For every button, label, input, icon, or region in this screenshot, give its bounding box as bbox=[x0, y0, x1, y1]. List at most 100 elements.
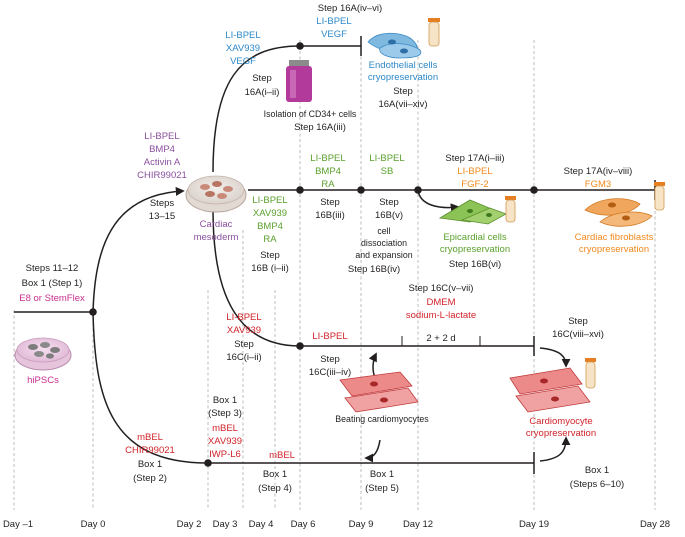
timepoint-dots bbox=[89, 42, 538, 467]
epicardial-cell-label: Epicardial cells bbox=[443, 232, 507, 243]
box1-c-label: Box 1 bbox=[263, 469, 287, 480]
box1-a-label: Box 1 bbox=[138, 459, 162, 470]
endothelial-media2-1: LI-BPEL bbox=[316, 16, 351, 27]
cm-step2-range: 16C(iii–iv) bbox=[309, 367, 351, 378]
endothelial-cells-illustration bbox=[367, 18, 440, 59]
epicardial-cells-illustration bbox=[438, 196, 516, 225]
box1-d-label: Box 1 bbox=[370, 469, 394, 480]
box1-media-b-2: XAV939 bbox=[208, 436, 242, 447]
svg-text:dissociation: dissociation bbox=[361, 238, 407, 248]
day-label: Day 12 bbox=[403, 519, 433, 530]
cm-media1-2: XAV939 bbox=[227, 325, 261, 336]
epicardial-media-2: LI-BPEL BMP4 RA bbox=[310, 153, 345, 190]
mesoderm-dish-illustration bbox=[185, 175, 247, 213]
svg-text:RA: RA bbox=[321, 179, 335, 190]
box1-d-step: (Step 5) bbox=[365, 483, 399, 494]
cm-media3-2: sodium-L-lactate bbox=[406, 310, 476, 321]
epicardial-step1: Step bbox=[260, 250, 280, 261]
start-medium-label: E8 or StemFlex bbox=[19, 293, 85, 304]
cd34-isolation-label: Isolation of CD34+ cells bbox=[264, 109, 357, 119]
box1-media-a-1: mBEL bbox=[137, 432, 163, 443]
day-label: Day 9 bbox=[349, 519, 374, 530]
svg-text:CHIR99021: CHIR99021 bbox=[137, 170, 187, 181]
epicardial-step3: Step bbox=[379, 197, 399, 208]
svg-text:BMP4: BMP4 bbox=[149, 144, 175, 155]
cm-step1: Step bbox=[234, 339, 254, 350]
cm-cell-label-2: cryopreservation bbox=[526, 428, 596, 439]
fibroblast-cell-label: Cardiac fibroblasts bbox=[575, 232, 654, 243]
fibroblast-step1: Step 17A(i–iii) bbox=[445, 153, 504, 164]
endothelial-media: LI-BPEL XAV939 VEGF bbox=[225, 30, 260, 67]
mesoderm-steps-label: Steps bbox=[150, 198, 175, 209]
svg-text:LI-BPEL: LI-BPEL bbox=[310, 153, 345, 164]
svg-text:RA: RA bbox=[263, 234, 277, 245]
cm-duration: 2 + 2 d bbox=[426, 333, 455, 344]
day-label: Day 28 bbox=[640, 519, 670, 530]
box1-e-label: Box 1 bbox=[585, 465, 609, 476]
cardiac-fibroblasts-illustration bbox=[584, 182, 665, 227]
cm-media1-1: LI-BPEL bbox=[226, 312, 261, 323]
endothelial-cell-label-2: cryopreservation bbox=[368, 72, 438, 83]
fibroblast-step2: Step 17A(iv–viii) bbox=[564, 166, 633, 177]
day-label: Day 6 bbox=[291, 519, 316, 530]
endothelial-step-range: 16A(i–ii) bbox=[245, 87, 280, 98]
box1-b-step: (Step 3) bbox=[208, 408, 242, 419]
cm-step3: Step 16C(v–vii) bbox=[409, 283, 474, 294]
box1-media-c: mBEL bbox=[269, 450, 295, 461]
start-steps-label: Steps 11–12 bbox=[26, 263, 79, 274]
box1-c-step: (Step 4) bbox=[258, 483, 292, 494]
svg-text:LI-BPEL: LI-BPEL bbox=[252, 195, 287, 206]
cm-step4: Step bbox=[568, 316, 588, 327]
mesoderm-media: LI-BPEL BMP4 Activin A CHIR99021 bbox=[137, 131, 187, 181]
epicardial-step2-range: 16B(iii) bbox=[315, 210, 345, 221]
day-label: Day 4 bbox=[249, 519, 274, 530]
day-label: Day –1 bbox=[3, 519, 33, 530]
svg-text:cell: cell bbox=[377, 226, 390, 236]
mesoderm-steps-range: 13–15 bbox=[149, 211, 175, 222]
hipsc-dish-illustration bbox=[14, 337, 72, 371]
mesoderm-cell-label: Cardiac bbox=[200, 219, 233, 230]
epicardial-step4: Step 16B(iv) bbox=[348, 264, 400, 275]
fibroblast-media2: FGM3 bbox=[585, 179, 611, 190]
svg-text:LI-BPEL: LI-BPEL bbox=[144, 131, 179, 142]
svg-text:LI-BPEL: LI-BPEL bbox=[225, 30, 260, 41]
epicardial-step6: Step 16B(vi) bbox=[449, 259, 501, 270]
epicardial-step1-range: 16B (i–ii) bbox=[251, 263, 289, 274]
endothelial-step-label: Step bbox=[252, 73, 272, 84]
day-label: Day 0 bbox=[81, 519, 106, 530]
box1-media-b-3: IWP-L6 bbox=[209, 449, 241, 460]
cm-cell-label: Cardiomyocyte bbox=[529, 416, 592, 427]
epicardial-step2: Step bbox=[320, 197, 340, 208]
box1-media-b-1: mBEL bbox=[212, 423, 238, 434]
cm-media2: LI-BPEL bbox=[312, 331, 347, 342]
endothelial-cell-label: Endothelial cells bbox=[369, 60, 438, 71]
box1-media-a-2: CHIR99021 bbox=[125, 445, 175, 456]
cm-media3-1: DMEM bbox=[426, 297, 455, 308]
start-box-label: Box 1 (Step 1) bbox=[22, 278, 83, 289]
endothelial-end-step-range: 16A(vii–xiv) bbox=[378, 99, 427, 110]
svg-text:and expansion: and expansion bbox=[355, 250, 412, 260]
endothelial-top-step: Step 16A(iv–vi) bbox=[318, 3, 382, 14]
mesoderm-cell-label-2: mesoderm bbox=[194, 232, 239, 243]
svg-text:VEGF: VEGF bbox=[230, 56, 256, 67]
svg-text:BMP4: BMP4 bbox=[257, 221, 283, 232]
beating-cardiomyocytes-illustration bbox=[339, 371, 419, 413]
day-label: Day 3 bbox=[213, 519, 238, 530]
svg-text:SB: SB bbox=[381, 166, 394, 177]
cardiomyocyte-cryo-illustration bbox=[509, 358, 596, 413]
day-label: Day 19 bbox=[519, 519, 549, 530]
fibroblast-cell-label-2: cryopreservation bbox=[579, 244, 649, 255]
cm-step4-range: 16C(viii–xvi) bbox=[552, 329, 604, 340]
endothelial-media2-2: VEGF bbox=[321, 29, 347, 40]
cd34-isolation-column-illustration bbox=[286, 60, 312, 102]
box1-a-step: (Step 2) bbox=[133, 473, 167, 484]
box1-e-step: (Steps 6–10) bbox=[570, 479, 624, 490]
fibroblast-media1-2: FGF-2 bbox=[461, 179, 488, 190]
epicardial-media-3: LI-BPEL SB bbox=[369, 153, 404, 177]
box1-b-label: Box 1 bbox=[213, 395, 237, 406]
day-guides bbox=[13, 40, 656, 510]
pathway-lines bbox=[14, 36, 656, 474]
svg-text:XAV939: XAV939 bbox=[226, 43, 260, 54]
epicardial-media-1: LI-BPEL XAV939 BMP4 RA bbox=[252, 195, 287, 245]
